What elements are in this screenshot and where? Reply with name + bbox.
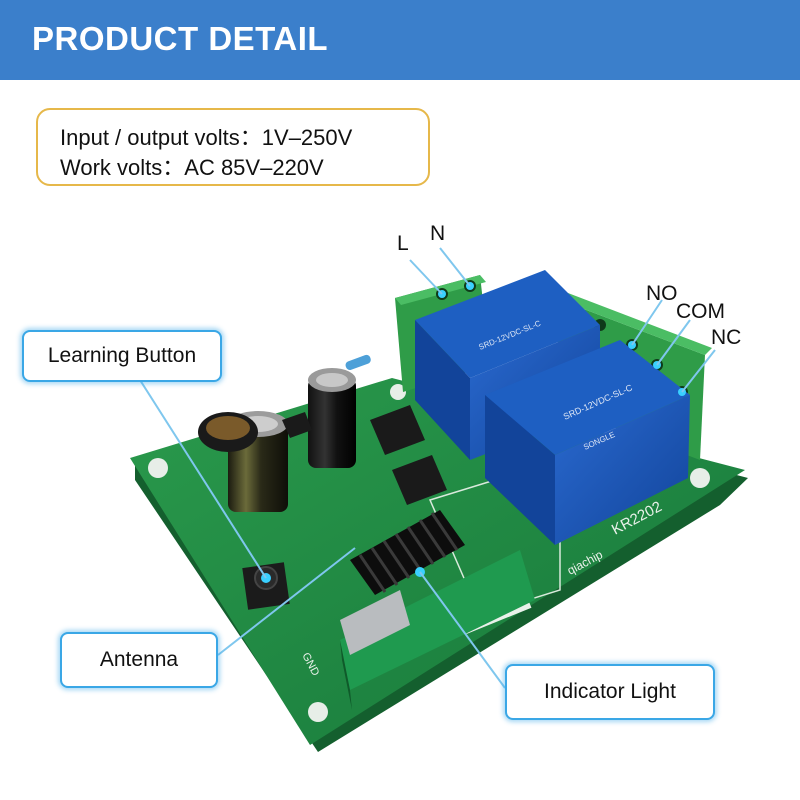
resistor bbox=[345, 354, 371, 371]
relay-2: SRD-12VDC-SL-C SONGLE bbox=[485, 340, 690, 545]
mount-hole bbox=[308, 702, 328, 722]
mount-hole bbox=[390, 384, 406, 400]
terminal-label-l: L bbox=[397, 232, 409, 255]
spec-work-volts: Work volts：AC 85V–220V bbox=[60, 155, 324, 180]
terminal-label-no: NO bbox=[646, 282, 678, 305]
mount-hole bbox=[148, 458, 168, 478]
callout-indicator-light: Indicator Light bbox=[505, 664, 715, 720]
spec-box: Input / output volts：1V–250V Work volts：… bbox=[36, 108, 430, 186]
terminal-label-com: COM bbox=[676, 300, 725, 323]
ic-chip bbox=[282, 405, 447, 505]
page-title: PRODUCT DETAIL bbox=[32, 20, 329, 57]
terminal-label-n: N bbox=[430, 222, 446, 245]
receiver-module bbox=[340, 550, 535, 710]
inductor bbox=[198, 412, 258, 452]
callout-antenna: Antenna bbox=[60, 632, 218, 688]
spec-input-output-volts: Input / output volts：1V–250V bbox=[60, 125, 353, 150]
header-bar: PRODUCT DETAIL bbox=[0, 0, 800, 80]
mount-hole bbox=[690, 468, 710, 488]
antenna-coil bbox=[350, 510, 465, 595]
callout-learning-button: Learning Button bbox=[22, 330, 222, 382]
leader-lines bbox=[139, 247, 716, 689]
terminal-label-nc: NC bbox=[711, 326, 742, 349]
capacitor-large bbox=[308, 368, 356, 468]
learning-button-part bbox=[242, 562, 290, 610]
